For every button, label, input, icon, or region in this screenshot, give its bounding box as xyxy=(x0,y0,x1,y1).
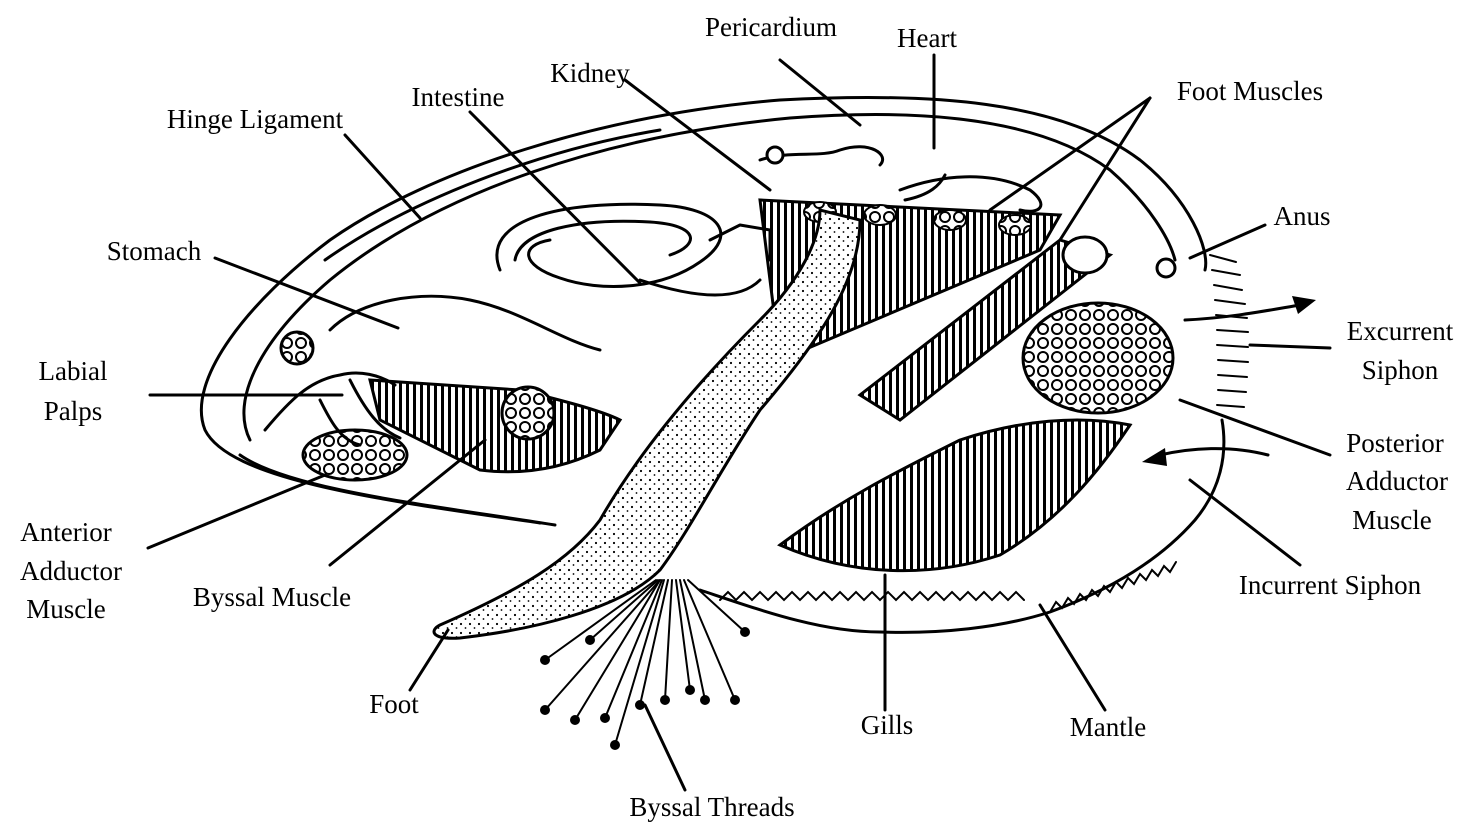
label-excurrent-siphon: Siphon xyxy=(1362,355,1439,385)
label-excurrent: Excurrent xyxy=(1347,316,1454,346)
label-posterior-muscle: Muscle xyxy=(1352,505,1432,535)
label-byssal-threads: Byssal Threads xyxy=(629,792,794,822)
anterior-adductor-muscle xyxy=(303,430,407,480)
incurrent-siphon xyxy=(1142,448,1268,466)
label-stomach: Stomach xyxy=(107,236,202,266)
byssal-muscle-end xyxy=(502,387,554,439)
label-anus: Anus xyxy=(1273,201,1330,231)
label-anterior: Anterior xyxy=(20,517,111,547)
intestine xyxy=(497,204,770,295)
label-hinge-ligament: Hinge Ligament xyxy=(167,104,344,134)
anterior-muscle-end xyxy=(281,332,313,364)
gills xyxy=(780,420,1130,571)
label-incurrent-siphon: Incurrent Siphon xyxy=(1239,570,1422,600)
label-foot: Foot xyxy=(369,689,419,719)
label-pericardium: Pericardium xyxy=(705,12,837,42)
label-anterior-adductor: Adductor xyxy=(20,556,122,586)
heart xyxy=(900,175,1041,211)
label-labial: Labial xyxy=(39,356,108,386)
label-mantle: Mantle xyxy=(1070,712,1146,742)
label-heart: Heart xyxy=(897,23,957,53)
label-intestine: Intestine xyxy=(412,82,505,112)
label-foot-muscles: Foot Muscles xyxy=(1177,76,1323,106)
label-kidney: Kidney xyxy=(550,58,630,88)
anus xyxy=(1157,259,1175,277)
label-byssal-muscle: Byssal Muscle xyxy=(193,582,351,612)
label-labial-palps: Palps xyxy=(44,396,103,426)
label-gills: Gills xyxy=(861,710,914,740)
kidney xyxy=(760,147,883,165)
posterior-adductor-muscle xyxy=(1023,303,1173,413)
label-posterior-adductor: Adductor xyxy=(1346,466,1448,496)
label-anterior-muscle: Muscle xyxy=(26,594,106,624)
label-posterior: Posterior xyxy=(1346,428,1444,458)
stomach xyxy=(330,296,600,350)
excurrent-siphon xyxy=(1185,255,1316,407)
